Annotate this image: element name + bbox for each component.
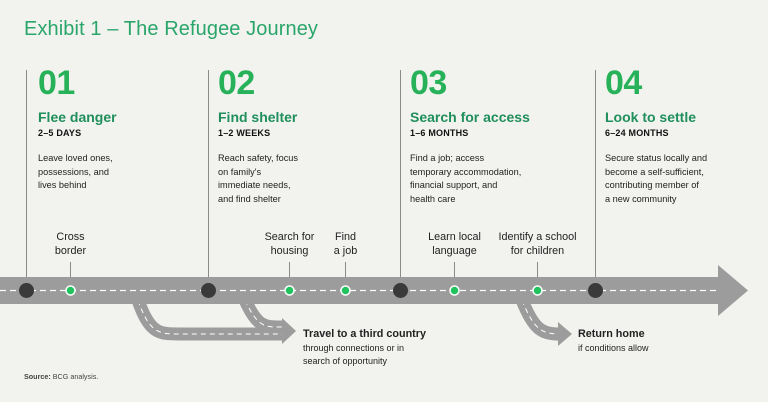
step-dot-4 bbox=[449, 285, 460, 296]
source-label: Source: bbox=[24, 372, 51, 381]
main-road-arrowhead bbox=[718, 265, 748, 316]
phase-name: Find shelter bbox=[218, 109, 298, 125]
step-dot-5 bbox=[532, 285, 543, 296]
step-label-learn-language: Learn local language bbox=[428, 231, 481, 257]
step-label-identify-school: Identify a school for children bbox=[498, 231, 577, 257]
step-dot-1 bbox=[65, 285, 76, 296]
phase-duration: 1–2 WEEKS bbox=[218, 128, 271, 139]
phase-number: 02 bbox=[218, 64, 255, 102]
step-dot-2 bbox=[284, 285, 295, 296]
phase-02: 02 Find shelter 1–2 WEEKS Reach safety, … bbox=[218, 66, 298, 206]
branch-subtitle-return-home: if conditions allow bbox=[578, 343, 649, 353]
phase-04: 04 Look to settle 6–24 MONTHS Secure sta… bbox=[605, 66, 707, 206]
step-label-search-housing: Search for housing bbox=[264, 231, 315, 257]
phase-duration: 6–24 MONTHS bbox=[605, 128, 669, 139]
step-label-find-job: Find a job bbox=[333, 231, 358, 257]
main-road bbox=[0, 265, 748, 316]
phase-03: 03 Search for access 1–6 MONTHS Find a j… bbox=[410, 66, 530, 206]
phase-number: 01 bbox=[38, 64, 75, 102]
phase-name: Flee danger bbox=[38, 109, 117, 125]
arrowhead-third-country bbox=[282, 318, 296, 344]
source-text: BCG analysis. bbox=[50, 372, 99, 381]
phase-duration: 2–5 DAYS bbox=[38, 128, 82, 139]
phase-dot-01 bbox=[19, 283, 34, 298]
phase-dots bbox=[19, 283, 603, 298]
step-label-cross-border: Cross border bbox=[54, 231, 87, 257]
branch-road-third-country bbox=[131, 297, 296, 344]
phase-name: Look to settle bbox=[605, 109, 697, 125]
branch-road-return-home bbox=[515, 297, 572, 346]
branch-title-third-country: Travel to a third country bbox=[303, 328, 426, 340]
phase-dot-02 bbox=[201, 283, 216, 298]
phase-description: Leave loved ones, possessions, and lives… bbox=[38, 153, 113, 191]
phase-divider-lines bbox=[26, 70, 596, 290]
phase-dot-03 bbox=[393, 283, 408, 298]
phase-duration: 1–6 MONTHS bbox=[410, 128, 469, 139]
arrowhead-return-home bbox=[558, 322, 572, 346]
phase-dot-04 bbox=[588, 283, 603, 298]
phase-number: 04 bbox=[605, 64, 642, 102]
branch-subtitle-third-country: through connections or in search of oppo… bbox=[303, 343, 405, 366]
step-dots bbox=[65, 285, 543, 296]
phase-name: Search for access bbox=[410, 109, 530, 125]
phase-description: Find a job; access temporary accommodati… bbox=[410, 153, 522, 204]
exhibit-title: Exhibit 1 – The Refugee Journey bbox=[24, 18, 319, 40]
phase-description: Secure status locally and become a self-… bbox=[605, 153, 708, 204]
phase-description: Reach safety, focus on family's immediat… bbox=[218, 153, 299, 204]
source-note: Source: BCG analysis. bbox=[24, 372, 98, 381]
branch-title-return-home: Return home bbox=[578, 328, 645, 340]
phase-number: 03 bbox=[410, 64, 447, 102]
step-dot-3 bbox=[340, 285, 351, 296]
phase-01: 01 Flee danger 2–5 DAYS Leave loved ones… bbox=[38, 66, 117, 193]
